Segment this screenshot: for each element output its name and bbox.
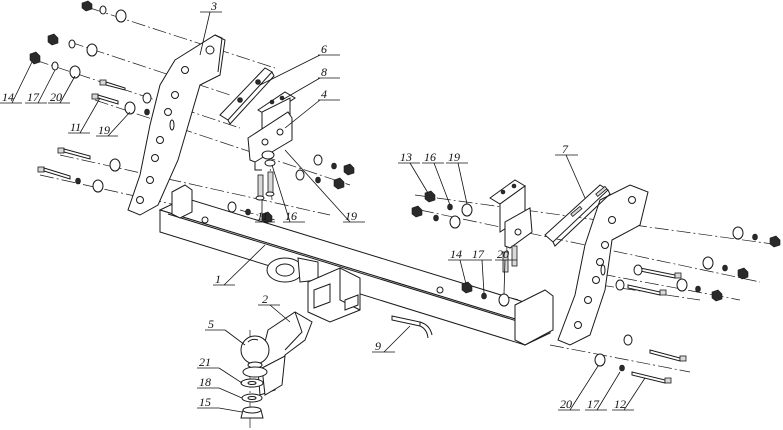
label-part-21: 21 bbox=[199, 355, 211, 369]
label-part-18: 18 bbox=[199, 375, 211, 389]
label-part-12: 12 bbox=[614, 397, 626, 411]
assembly-axes bbox=[34, 7, 781, 428]
label-part-4: 4 bbox=[321, 87, 327, 101]
leader-lines bbox=[0, 11, 646, 413]
bracket-right-clamp bbox=[489, 179, 533, 273]
right-fasteners bbox=[411, 190, 781, 384]
tow-ball bbox=[240, 335, 270, 378]
label-part-17-right: 17 bbox=[472, 247, 485, 261]
left-side-bracket bbox=[127, 34, 226, 216]
label-part-15: 15 bbox=[199, 395, 211, 409]
left-fasteners bbox=[29, 0, 355, 224]
label-part-9: 9 bbox=[375, 339, 381, 353]
label-part-20-right: 20 bbox=[497, 247, 509, 261]
label-part-13: 13 bbox=[400, 150, 412, 164]
label-part-11-left: 11 bbox=[70, 120, 81, 134]
bolts-11-left bbox=[255, 171, 275, 201]
label-part-11-center: 11 bbox=[257, 209, 268, 223]
label-part-19-left: 19 bbox=[98, 123, 110, 137]
bracket-4 bbox=[247, 111, 293, 171]
label-part-2: 2 bbox=[262, 292, 268, 306]
label-part-17-left: 17 bbox=[27, 90, 40, 104]
label-part-16-right: 16 bbox=[424, 150, 436, 164]
bracket-7-plate bbox=[544, 184, 611, 247]
right-side-bracket bbox=[557, 184, 649, 346]
label-part-19-center: 19 bbox=[345, 209, 357, 223]
label-part-7: 7 bbox=[562, 142, 569, 156]
locking-pin bbox=[391, 315, 433, 339]
bracket-6 bbox=[219, 67, 275, 125]
ball-mount bbox=[257, 311, 313, 396]
label-part-17-bottom: 17 bbox=[587, 397, 600, 411]
label-part-20-bottom: 20 bbox=[560, 397, 572, 411]
label-part-8: 8 bbox=[321, 65, 327, 79]
label-part-14-left: 14 bbox=[2, 90, 14, 104]
label-part-14-right: 14 bbox=[450, 247, 462, 261]
label-part-5: 5 bbox=[208, 317, 214, 331]
label-part-1: 1 bbox=[215, 272, 221, 286]
label-part-20-left: 20 bbox=[50, 90, 62, 104]
label-part-19-right: 19 bbox=[448, 150, 460, 164]
label-part-3: 3 bbox=[210, 0, 217, 13]
label-part-16-center: 16 bbox=[285, 209, 297, 223]
label-part-6: 6 bbox=[321, 42, 327, 56]
part-labels: 3 6 8 4 7 1 2 5 9 14 17 20 11 19 11 16 1… bbox=[2, 0, 626, 411]
receiver-tube bbox=[307, 267, 361, 323]
ball-fasteners bbox=[240, 378, 264, 419]
